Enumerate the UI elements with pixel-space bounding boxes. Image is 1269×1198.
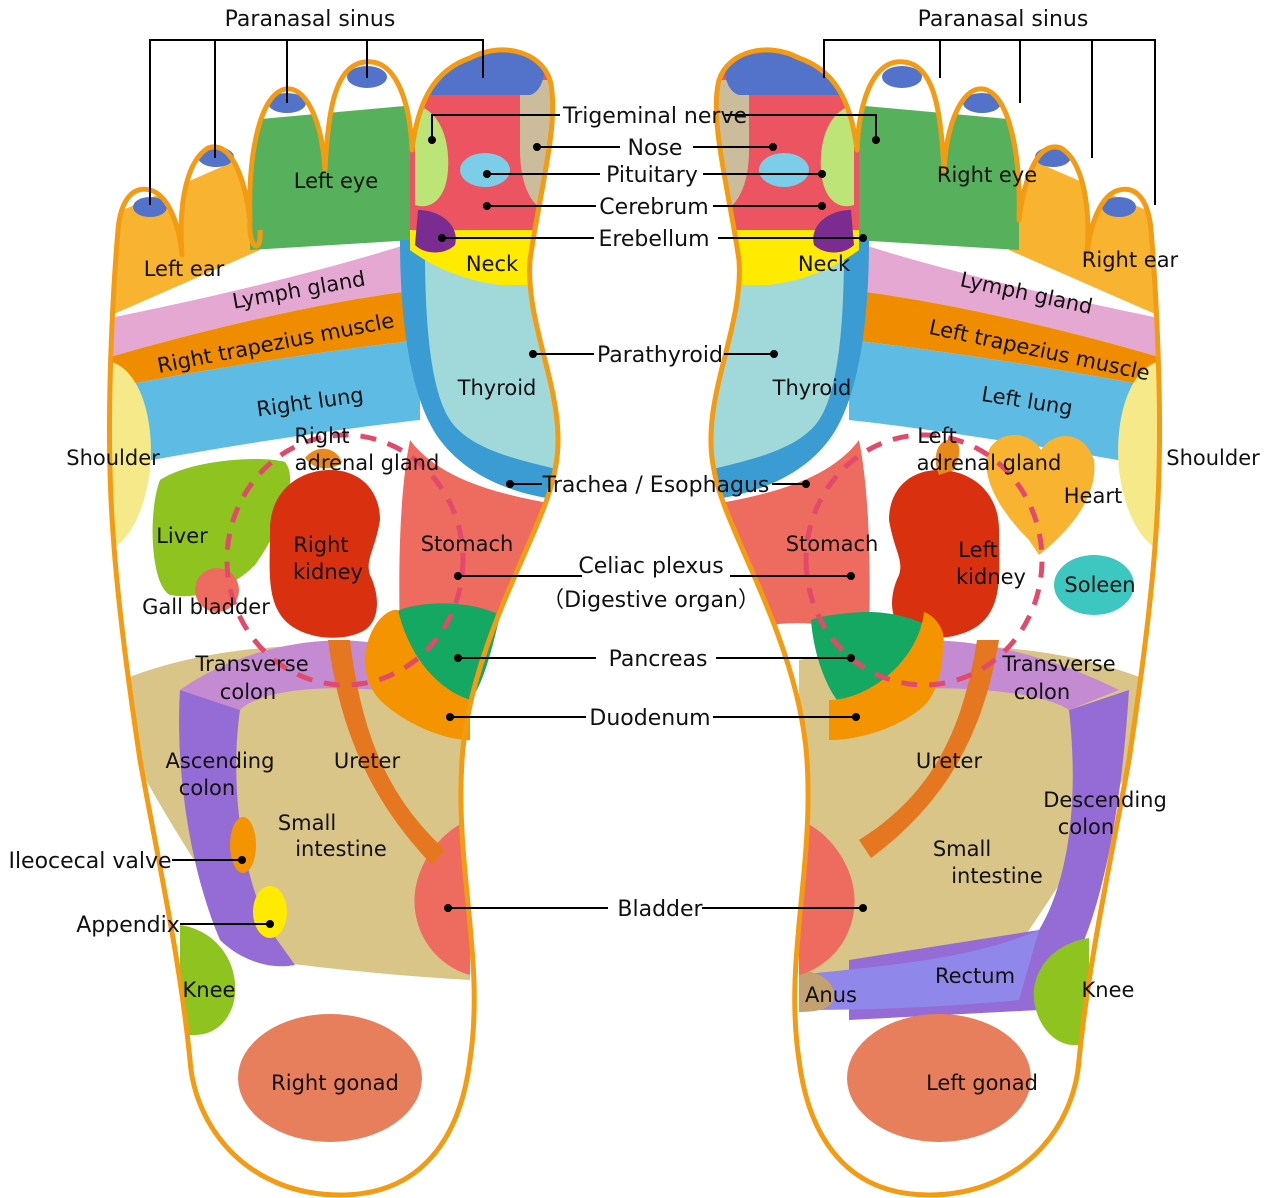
- bladder-label: Bladder: [617, 897, 703, 922]
- neck-label-left: Neck: [466, 252, 519, 276]
- left-foot: [90, 40, 570, 1198]
- cerebrum-label: Cerebrum: [599, 195, 708, 220]
- anus-label: Anus: [805, 983, 857, 1007]
- knee-label-left: Knee: [183, 978, 236, 1002]
- thyroid-label-right: Thyroid: [772, 376, 852, 400]
- small-intestine-label-2-right: intestine: [951, 864, 1043, 888]
- transverse-colon-label-1-left: Transverse: [194, 652, 308, 676]
- pituitary-label: Pituitary: [606, 163, 698, 188]
- shoulder-label-left: Shoulder: [66, 446, 160, 470]
- ureter-label-left: Ureter: [334, 749, 401, 773]
- left-adrenal-label-2: adrenal gland: [917, 451, 1062, 475]
- transverse-colon-label-1-right: Transverse: [1001, 652, 1115, 676]
- trigeminal-nerve-label: Trigeminal nerve: [562, 104, 747, 129]
- rectum-label: Rectum: [935, 964, 1015, 988]
- appendix-region: [253, 886, 287, 938]
- descending-colon-label-1: Descending: [1043, 788, 1167, 812]
- appendix-label: Appendix: [76, 913, 180, 938]
- left-kidney-label-1: Left: [958, 538, 998, 562]
- liver-label: Liver: [156, 524, 208, 548]
- left-gonad-label: Left gonad: [926, 1071, 1038, 1095]
- left-adrenal-label-1: Left: [917, 424, 957, 448]
- toe-sinus-4-r: [882, 66, 922, 88]
- ascending-colon-label-2: colon: [179, 776, 235, 800]
- right-foot: [699, 40, 1179, 1198]
- pancreas-label: Pancreas: [609, 647, 708, 672]
- knee-label-right: Knee: [1082, 978, 1135, 1002]
- left-ear-label: Left ear: [144, 257, 225, 281]
- right-ear-label: Right ear: [1082, 248, 1179, 272]
- shoulder-label-right: Shoulder: [1166, 446, 1260, 470]
- duodenum-label: Duodenum: [589, 706, 710, 731]
- nose-label: Nose: [628, 136, 683, 161]
- ureter-label-right: Ureter: [916, 749, 983, 773]
- stomach-label-left: Stomach: [421, 532, 514, 556]
- left-kidney-label-2: kidney: [956, 565, 1026, 589]
- right-kidney-label-1: Right: [293, 533, 348, 557]
- heart-label: Heart: [1064, 484, 1122, 508]
- celiac-plexus-label: Celiac plexus: [578, 554, 723, 579]
- ascending-colon-label-1: Ascending: [166, 749, 275, 773]
- transverse-colon-label-2-left: colon: [220, 680, 276, 704]
- ileocecal-valve-label: Ileocecal valve: [8, 849, 171, 874]
- trachea-esophagus-label: Trachea / Esophagus: [542, 473, 770, 498]
- small-intestine-label-2-left: intestine: [295, 837, 387, 861]
- gall-bladder-label: Gall bladder: [142, 595, 270, 619]
- digestive-organ-label: （Digestive organ）: [542, 588, 760, 613]
- soleen-label: Soleen: [1064, 573, 1135, 597]
- right-adrenal-label-2: adrenal gland: [295, 451, 440, 475]
- erebellum-label: Erebellum: [598, 227, 709, 252]
- pituitary-region-r: [759, 153, 809, 187]
- right-gonad-label: Right gonad: [271, 1071, 399, 1095]
- transverse-colon-label-2-right: colon: [1014, 680, 1070, 704]
- parathyroid-label: Parathyroid: [597, 343, 723, 368]
- right-eye-label: Right eye: [937, 163, 1037, 187]
- stomach-label-right: Stomach: [786, 532, 879, 556]
- left-eye-label: Left eye: [294, 169, 378, 193]
- neck-label-right: Neck: [798, 252, 851, 276]
- paranasal-sinus-label-left: Paranasal sinus: [225, 7, 396, 32]
- small-intestine-label-1-right: Small: [933, 837, 991, 861]
- right-kidney-label-2: kidney: [293, 560, 363, 584]
- ileocecal-valve-region: [230, 817, 256, 873]
- descending-colon-label-2: colon: [1058, 815, 1114, 839]
- small-intestine-label-1-left: Small: [278, 811, 336, 835]
- paranasal-sinus-label-right: Paranasal sinus: [918, 7, 1089, 32]
- thyroid-label-left: Thyroid: [457, 376, 537, 400]
- right-adrenal-label-1: Right: [294, 424, 349, 448]
- pituitary-region: [460, 153, 510, 187]
